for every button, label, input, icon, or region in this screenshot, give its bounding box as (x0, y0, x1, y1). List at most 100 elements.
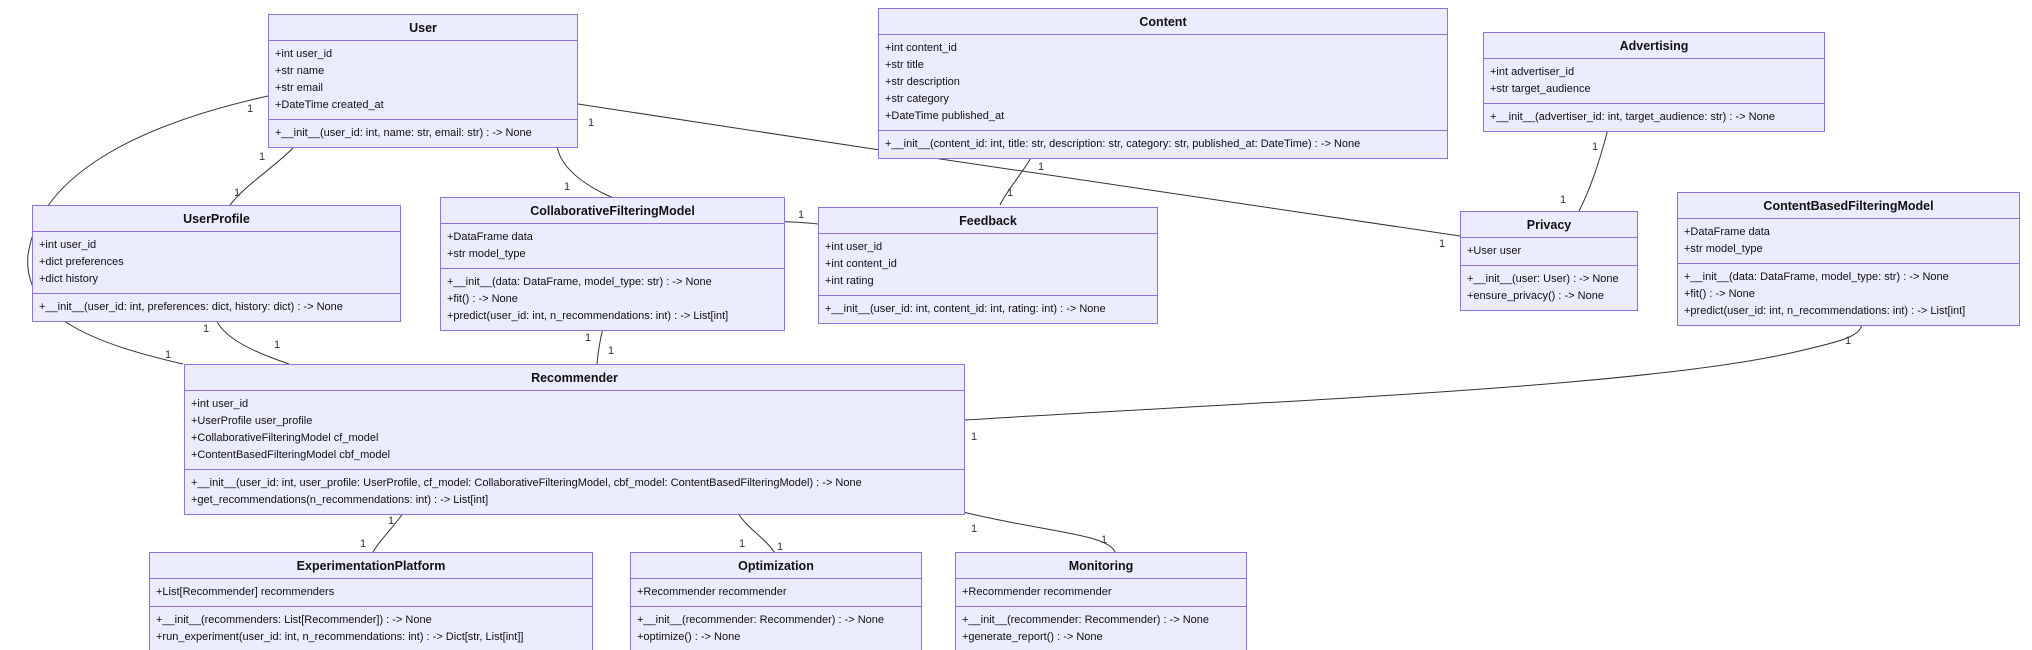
member-row: +str title (885, 59, 924, 71)
multiplicity-label-userprofile-recommender-0: 1 (203, 323, 209, 335)
class-methods-optimization: +__init__(recommender: Recommender) : ->… (631, 607, 921, 650)
class-attributes-userprofile: +int user_id +dict preferences +dict histo… (33, 232, 400, 294)
relationship-line-recommender-optimization (736, 511, 775, 553)
multiplicity-label-advertising-privacy-1: 1 (1560, 194, 1566, 206)
class-recommender: Recommender +int user_id+UserProfile use… (184, 364, 965, 515)
relationship-line-content-feedback (999, 155, 1033, 206)
member-row: +__init__(recommender: Recommender) : ->… (637, 614, 885, 626)
relationship-line-userprofile-recommender (214, 316, 290, 365)
class-title-privacy: Privacy (1461, 212, 1637, 238)
class-attributes-privacy: +User user (1461, 238, 1637, 266)
multiplicity-label-user-recommender-1: 1 (165, 349, 171, 361)
multiplicity-label-user-privacy-1: 1 (1439, 238, 1445, 250)
multiplicity-label-userprofile-recommender-1: 1 (274, 339, 280, 351)
member-row: +int user_id (275, 48, 333, 60)
class-methods-feedback: +__init__(user_id: int, content_id: int,… (819, 296, 1157, 323)
member-row: +int content_id (885, 42, 957, 54)
member-row: +predict(user_id: int, n_recommendations… (1684, 305, 1966, 317)
class-monitoring: Monitoring +Recommender recommender +__i… (955, 552, 1247, 650)
class-methods-contentbasedfilteringmodel: +__init__(data: DataFrame, model_type: s… (1678, 264, 2019, 325)
member-row: +int user_id (39, 239, 97, 251)
multiplicity-label-recommender-contentbasedfilteringmodel-1: 1 (1845, 335, 1851, 347)
member-row: +str target_audience (1490, 83, 1591, 95)
member-row: +DataFrame data (447, 231, 533, 243)
class-attributes-optimization: +Recommender recommender (631, 579, 921, 607)
member-row: +Recommender recommender (962, 586, 1112, 598)
class-content: Content +int content_id +str title +str de… (878, 8, 1448, 159)
member-row: +ContentBasedFilteringModel cbf_model (191, 449, 391, 461)
member-row: +__init__(user_id: int, user_profile: Us… (191, 477, 862, 489)
class-optimization: Optimization +Recommender recommender +_… (630, 552, 922, 650)
member-row: +dict history (39, 273, 98, 285)
class-title-recommender: Recommender (185, 365, 964, 391)
class-attributes-monitoring: +Recommender recommender (956, 579, 1246, 607)
member-row: +__init__(content_id: int, title: str, d… (885, 138, 1361, 150)
class-userprofile: UserProfile +int user_id+dict preference… (32, 205, 401, 322)
multiplicity-label-recommender-contentbasedfilteringmodel-0: 1 (971, 431, 977, 443)
class-methods-content: +__init__(content_id: int, title: str, d… (879, 131, 1447, 158)
class-methods-advertising: +__init__(advertiser_id: int, target_aud… (1484, 104, 1824, 131)
member-row: +generate_report() : -> None (962, 631, 1103, 643)
member-row: +str category (885, 93, 949, 105)
relationship-line-user-recommender (27, 95, 269, 365)
member-row: +UserProfile user_profile (191, 415, 313, 427)
class-methods-monitoring: +__init__(recommender: Recommender) : ->… (956, 607, 1246, 650)
member-row: +str model_type (1684, 243, 1763, 255)
class-attributes-content: +int content_id +str title +str descriptio… (879, 35, 1447, 131)
member-row: +optimize() : -> None (637, 631, 741, 643)
class-title-monitoring: Monitoring (956, 553, 1246, 579)
relationship-line-advertising-privacy (1578, 128, 1609, 212)
member-row: +dict preferences (39, 256, 124, 268)
class-title-advertising: Advertising (1484, 33, 1824, 59)
member-row: +str model_type (447, 248, 526, 260)
multiplicity-label-advertising-privacy-0: 1 (1592, 141, 1598, 153)
multiplicity-label-recommender-optimization-1: 1 (777, 541, 783, 553)
member-row: +predict(user_id: int, n_recommendations… (447, 310, 729, 322)
multiplicity-label-recommender-monitoring-1: 1 (1101, 534, 1107, 546)
member-row: +str description (885, 76, 960, 88)
class-attributes-user: +int user_id+str name+str email+DateTime… (269, 41, 577, 120)
class-feedback: Feedback +int user_id+int content_id+int… (818, 207, 1158, 324)
member-row: +DataFrame data (1684, 226, 1770, 238)
class-title-feedback: Feedback (819, 208, 1157, 234)
member-row: +DateTime created_at (275, 99, 384, 111)
member-row: +fit() : -> None (1684, 288, 1755, 300)
multiplicity-label-user-userprofile-1: 1 (234, 187, 240, 199)
multiplicity-label-recommender-monitoring-0: 1 (971, 523, 977, 535)
multiplicity-label-user-userprofile-0: 1 (259, 151, 265, 163)
member-row: +get_recommendations(n_recommendations: … (191, 494, 489, 506)
multiplicity-label-content-feedback-0: 1 (1038, 161, 1044, 173)
class-attributes-feedback: +int user_id +int content_id +int rating (819, 234, 1157, 296)
class-contentbasedfilteringmodel: ContentBasedFilteringModel +DataFrame da… (1677, 192, 2020, 326)
member-row: +run_experiment(user_id: int, n_recommen… (156, 631, 524, 643)
class-methods-userprofile: +__init__(user_id: int, preferences: dic… (33, 294, 400, 321)
relationship-line-recommender-monitoring (962, 511, 1116, 553)
class-user: User +int user_id+str name+str email+Dat… (268, 14, 578, 148)
multiplicity-label-user-feedback-1: 1 (798, 209, 804, 221)
class-collaborativefilteringmodel: CollaborativeFilteringModel +DataFrame d… (440, 197, 785, 331)
member-row: +__init__(recommender: Recommender) : ->… (962, 614, 1210, 626)
member-row: +DateTime published_at (885, 110, 1005, 122)
member-row: +str name (275, 65, 325, 77)
member-row: +__init__(data: DataFrame, model_type: s… (1684, 271, 1949, 283)
member-row: +int user_id (825, 241, 883, 253)
class-methods-experimentationplatform: +__init__(recommenders: List[Recommender… (150, 607, 592, 650)
class-attributes-contentbasedfilteringmodel: +DataFrame data +str model_type (1678, 219, 2019, 264)
class-attributes-recommender: +int user_id+UserProfile user_profile+Co… (185, 391, 964, 470)
member-row: +__init__(user: User) : -> None (1467, 273, 1619, 285)
class-title-content: Content (879, 9, 1447, 35)
class-title-contentbasedfilteringmodel: ContentBasedFilteringModel (1678, 193, 2019, 219)
multiplicity-label-user-feedback-0: 1 (564, 181, 570, 193)
multiplicity-label-content-feedback-1: 1 (1007, 187, 1013, 199)
class-attributes-experimentationplatform: +List[Recommender] recommenders (150, 579, 592, 607)
multiplicity-label-recommender-experimentationplatform-1: 1 (360, 538, 366, 550)
class-title-experimentationplatform: ExperimentationPlatform (150, 553, 592, 579)
member-row: +int content_id (825, 258, 897, 270)
member-row: +fit() : -> None (447, 293, 518, 305)
member-row: +int rating (825, 275, 874, 287)
class-advertising: Advertising +int advertiser_id+str targe… (1483, 32, 1825, 132)
class-attributes-advertising: +int advertiser_id+str target_audience (1484, 59, 1824, 104)
member-row: +List[Recommender] recommenders (156, 586, 335, 598)
